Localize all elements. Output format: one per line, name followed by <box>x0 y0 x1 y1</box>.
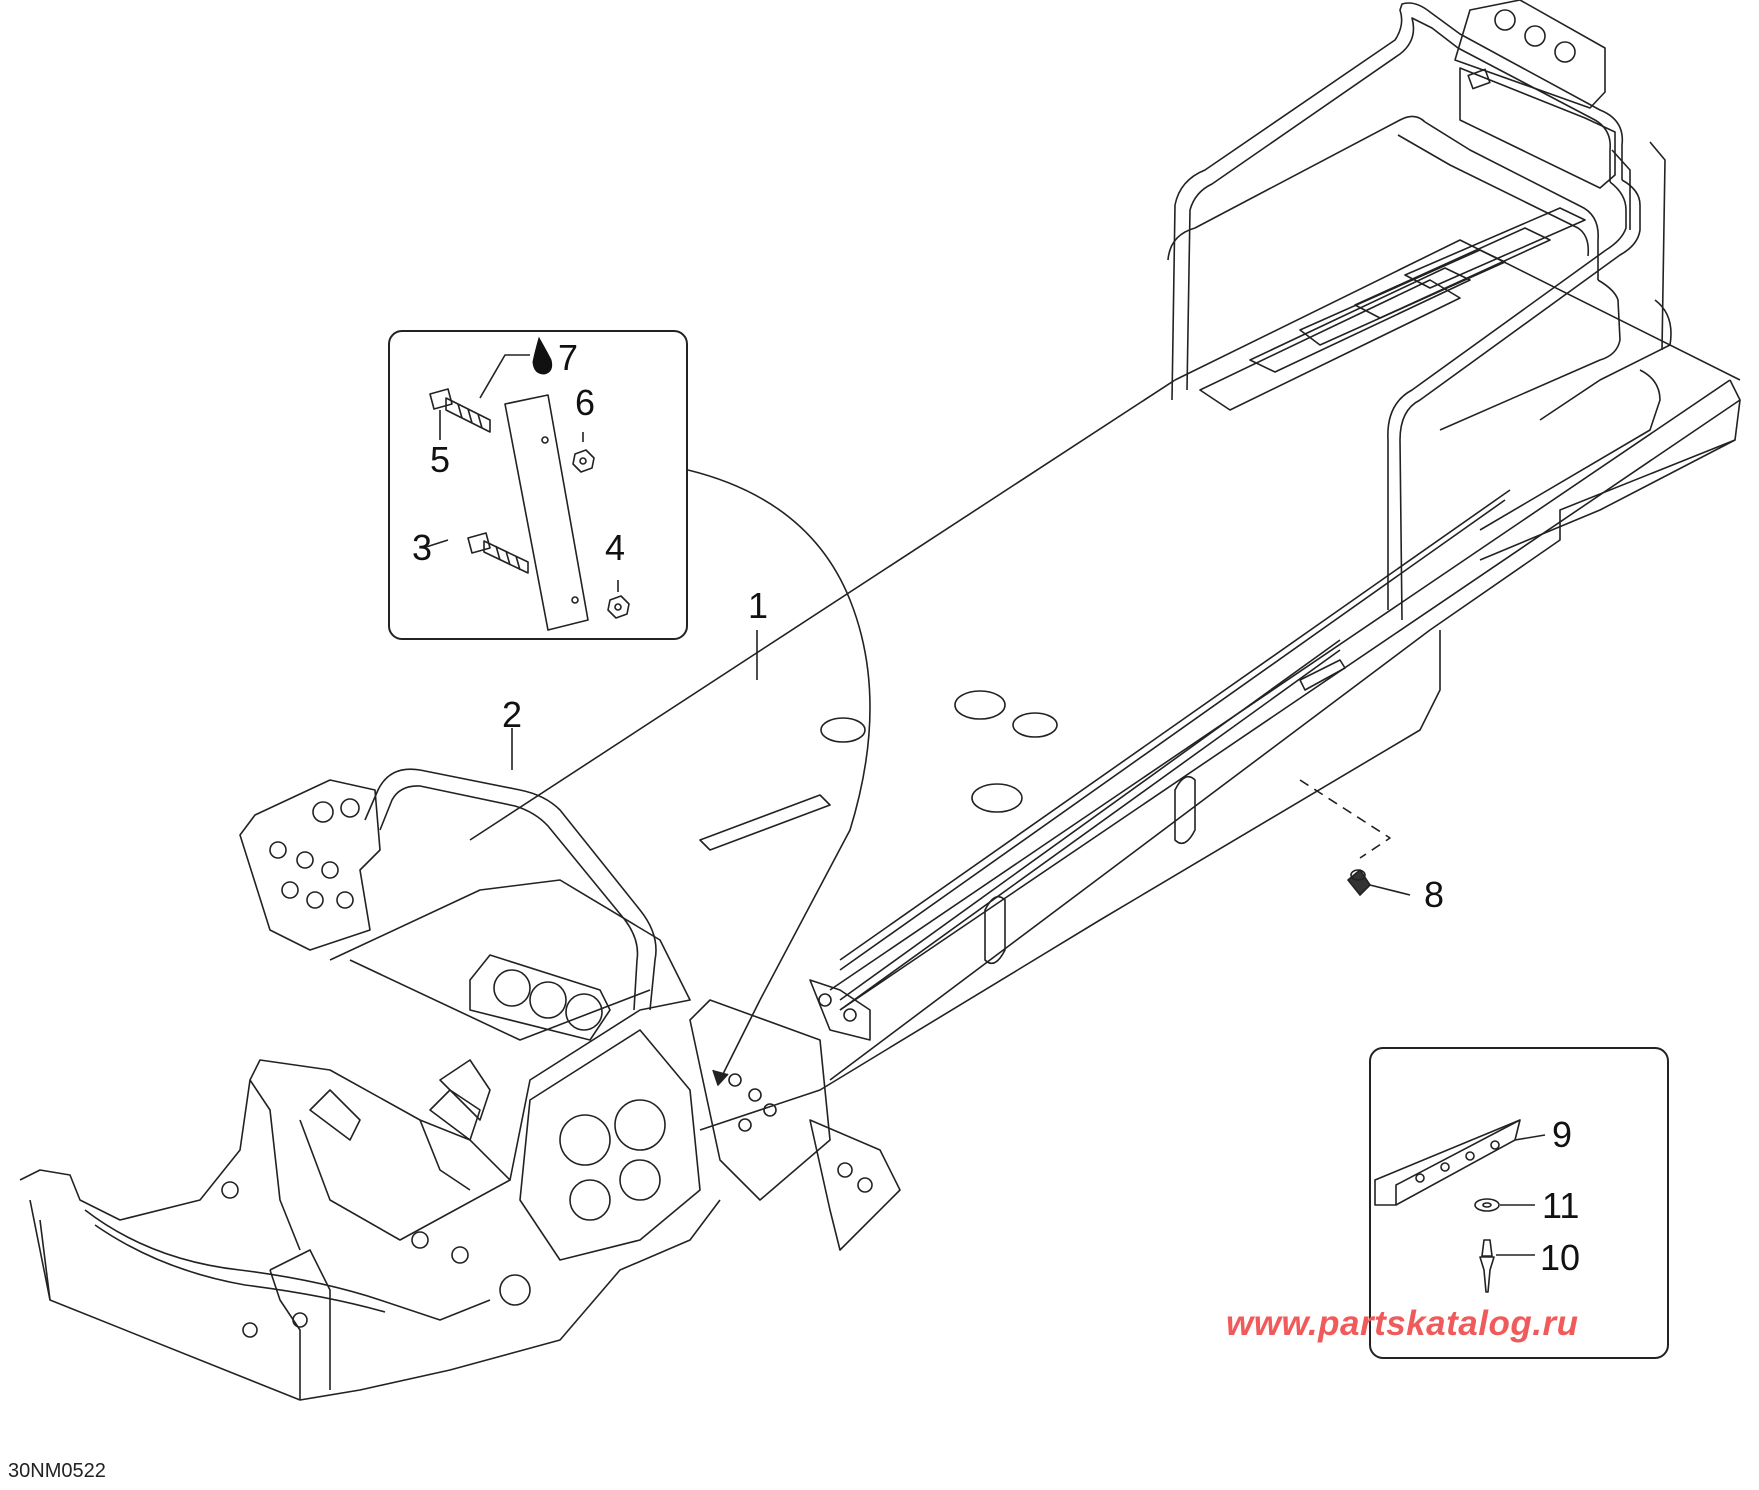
callout-6: 6 <box>575 382 596 423</box>
tunnel <box>470 208 1740 1130</box>
inset-frame-bracket <box>388 330 688 640</box>
callout-1: 1 <box>748 585 769 626</box>
callout-11: 11 <box>1542 1185 1580 1226</box>
callout-10: 10 <box>1540 1237 1581 1278</box>
watermark-text: www.partskatalog.ru <box>1226 1304 1579 1343</box>
callout-9: 9 <box>1552 1114 1573 1155</box>
rear-rack <box>1168 0 1671 620</box>
plug-part-8 <box>1348 870 1370 895</box>
inset-hardware <box>1375 1120 1545 1292</box>
callout-8: 8 <box>1424 874 1445 915</box>
callout-4: 4 <box>605 527 626 568</box>
callout-5: 5 <box>430 439 451 480</box>
front-frame <box>20 769 900 1400</box>
figure-code: 30NM0522 <box>8 1460 106 1482</box>
leader-lines <box>512 470 1410 1085</box>
inset-frame-hardware <box>1369 1047 1669 1359</box>
callout-3: 3 <box>412 527 433 568</box>
drop-icon <box>533 338 552 374</box>
callout-7: 7 <box>558 337 579 378</box>
callout-2: 2 <box>502 694 523 735</box>
inset-bracket <box>423 355 629 630</box>
